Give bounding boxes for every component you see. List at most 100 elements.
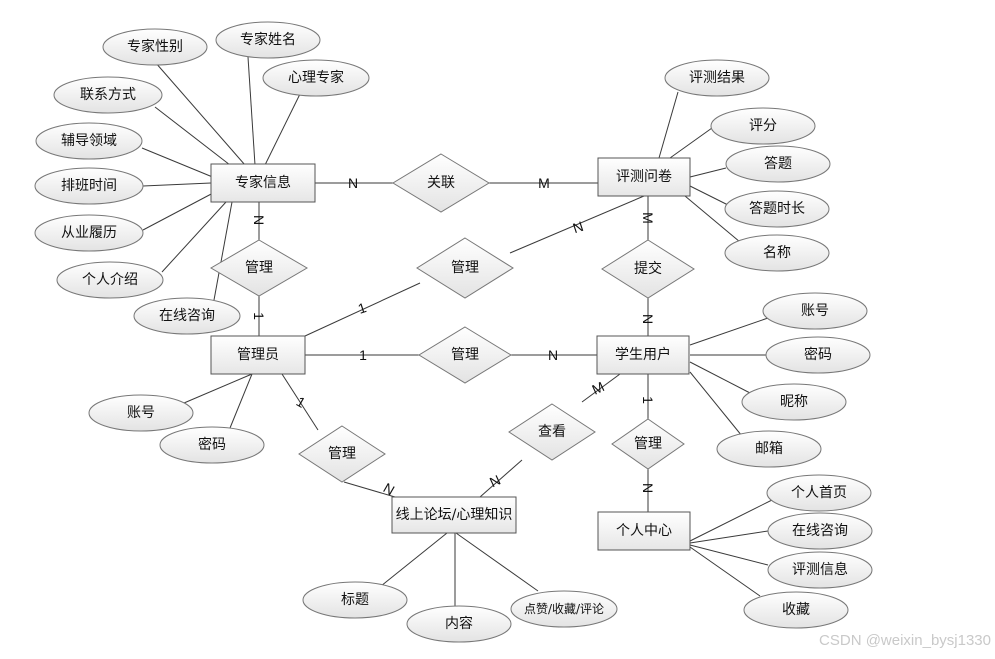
entity-expert: 专家信息 — [210, 163, 316, 203]
attribute-ellipse — [88, 394, 194, 432]
entity-box — [597, 157, 691, 197]
attribute-ellipse — [716, 430, 822, 468]
attribute-label: 邮箱 — [755, 441, 783, 457]
attribute-ellipse — [53, 76, 163, 114]
entity-label: 线上论坛/心理知识 — [396, 506, 513, 523]
connector-line — [154, 106, 231, 166]
relationship-rel-manage-expert: 管理 — [210, 239, 308, 297]
attribute-label: 标题 — [341, 592, 369, 608]
connector-line — [689, 185, 729, 206]
connector-line — [689, 544, 769, 566]
relationship-label: 提交 — [634, 260, 662, 277]
cardinality-c-q-manage: N — [571, 218, 586, 236]
connector-line — [689, 530, 769, 544]
attribute-a-exp-contact: 联系方式 — [53, 76, 163, 114]
attribute-label: 答题时长 — [749, 200, 805, 217]
relationship-diamond — [416, 237, 514, 299]
attribute-label: 收藏 — [782, 602, 810, 618]
connector-line — [229, 373, 253, 429]
attribute-a-stu-password: 密码 — [765, 336, 871, 374]
relationship-diamond — [298, 425, 386, 483]
relationship-rel-view: 查看 — [508, 403, 596, 461]
connector-line — [264, 93, 301, 166]
attribute-label: 昵称 — [780, 394, 808, 410]
attribute-ellipse — [765, 336, 871, 374]
attribute-ellipse — [510, 590, 618, 628]
attribute-ellipse — [302, 581, 408, 619]
relationship-diamond — [210, 239, 308, 297]
relationship-diamond — [601, 239, 695, 299]
connector-line — [689, 499, 773, 542]
attribute-label: 评测结果 — [689, 70, 745, 86]
entity-box — [210, 335, 306, 375]
connector-line — [658, 91, 679, 159]
attribute-a-adm-password: 密码 — [159, 426, 265, 464]
entity-label: 评测问卷 — [616, 169, 672, 185]
connector-line — [669, 127, 713, 159]
connector-line — [247, 56, 256, 166]
relationship-label: 关联 — [427, 175, 455, 191]
cardinality-c-q-link: M — [538, 175, 550, 191]
relationship-rel-submit: 提交 — [601, 239, 695, 299]
entity-admin: 管理员 — [210, 335, 306, 375]
relationship-rel-manage-student: 管理 — [418, 326, 512, 384]
attribute-label: 账号 — [801, 303, 829, 319]
attribute-ellipse — [56, 261, 164, 299]
connector-line — [142, 191, 216, 231]
attribute-label: 答题 — [764, 155, 792, 172]
attribute-a-adm-account: 账号 — [88, 394, 194, 432]
entity-box — [596, 335, 690, 375]
cardinality-c-expert-manage: N — [251, 215, 267, 225]
attribute-ellipse — [741, 383, 847, 421]
attribute-label: 内容 — [445, 615, 473, 632]
attribute-a-stu-email: 邮箱 — [716, 430, 822, 468]
relationship-rel-manage-center: 管理 — [611, 418, 685, 470]
relationship-diamond — [418, 326, 512, 384]
attribute-ellipse — [743, 591, 849, 629]
relationship-rel-manage-questionnaire: 管理 — [416, 237, 514, 299]
attribute-a-forum-actions: 点赞/收藏/评论 — [510, 590, 618, 628]
relationship-rel-link: 关联 — [392, 153, 490, 213]
entity-box — [391, 496, 517, 534]
attribute-a-c-home: 个人首页 — [766, 474, 872, 512]
attribute-label: 在线咨询 — [792, 523, 848, 539]
cardinality-c-stu-submit: N — [640, 314, 656, 324]
attribute-label: 从业履历 — [61, 225, 117, 241]
entity-label: 学生用户 — [615, 346, 671, 363]
attribute-ellipse — [725, 145, 831, 183]
attribute-ellipse — [34, 167, 144, 205]
relationship-label: 管理 — [634, 436, 662, 452]
attribute-label: 密码 — [198, 436, 226, 453]
connector-line — [142, 182, 212, 187]
attribute-a-q-name: 名称 — [724, 234, 830, 272]
connector-line — [213, 201, 233, 301]
attribute-label: 专家姓名 — [240, 31, 296, 48]
cardinality-c-forum-view: N — [487, 472, 503, 491]
entity-label: 个人中心 — [616, 523, 672, 539]
entity-center: 个人中心 — [597, 511, 691, 551]
entity-label: 专家信息 — [235, 174, 291, 191]
attribute-a-exp-online: 在线咨询 — [133, 297, 241, 335]
cardinality-c-q-submit: M — [640, 212, 656, 224]
connector-line — [304, 282, 421, 337]
connector-line — [689, 361, 753, 395]
attribute-label: 在线咨询 — [159, 308, 215, 324]
entity-forum: 线上论坛/心理知识 — [391, 496, 517, 534]
relationship-label: 管理 — [451, 260, 479, 276]
attribute-label: 专家性别 — [127, 38, 183, 55]
attribute-a-exp-field: 辅导领域 — [35, 122, 143, 160]
attribute-a-c-fav: 收藏 — [743, 591, 849, 629]
entity-questionnaire: 评测问卷 — [597, 157, 691, 197]
entity-label: 管理员 — [237, 347, 279, 363]
edges-layer — [141, 56, 773, 606]
connector-line — [581, 373, 621, 403]
cardinality-c-expert-link: N — [348, 175, 358, 191]
connector-line — [689, 371, 743, 437]
connector-line — [689, 317, 769, 346]
relationship-rel-manage-forum: 管理 — [298, 425, 386, 483]
attribute-label: 个人介绍 — [82, 272, 138, 288]
connector-line — [281, 373, 319, 431]
attribute-label: 心理专家 — [288, 69, 344, 86]
cardinality-c-stu-manage: N — [548, 347, 558, 363]
attribute-a-exp-name: 专家姓名 — [215, 21, 321, 59]
